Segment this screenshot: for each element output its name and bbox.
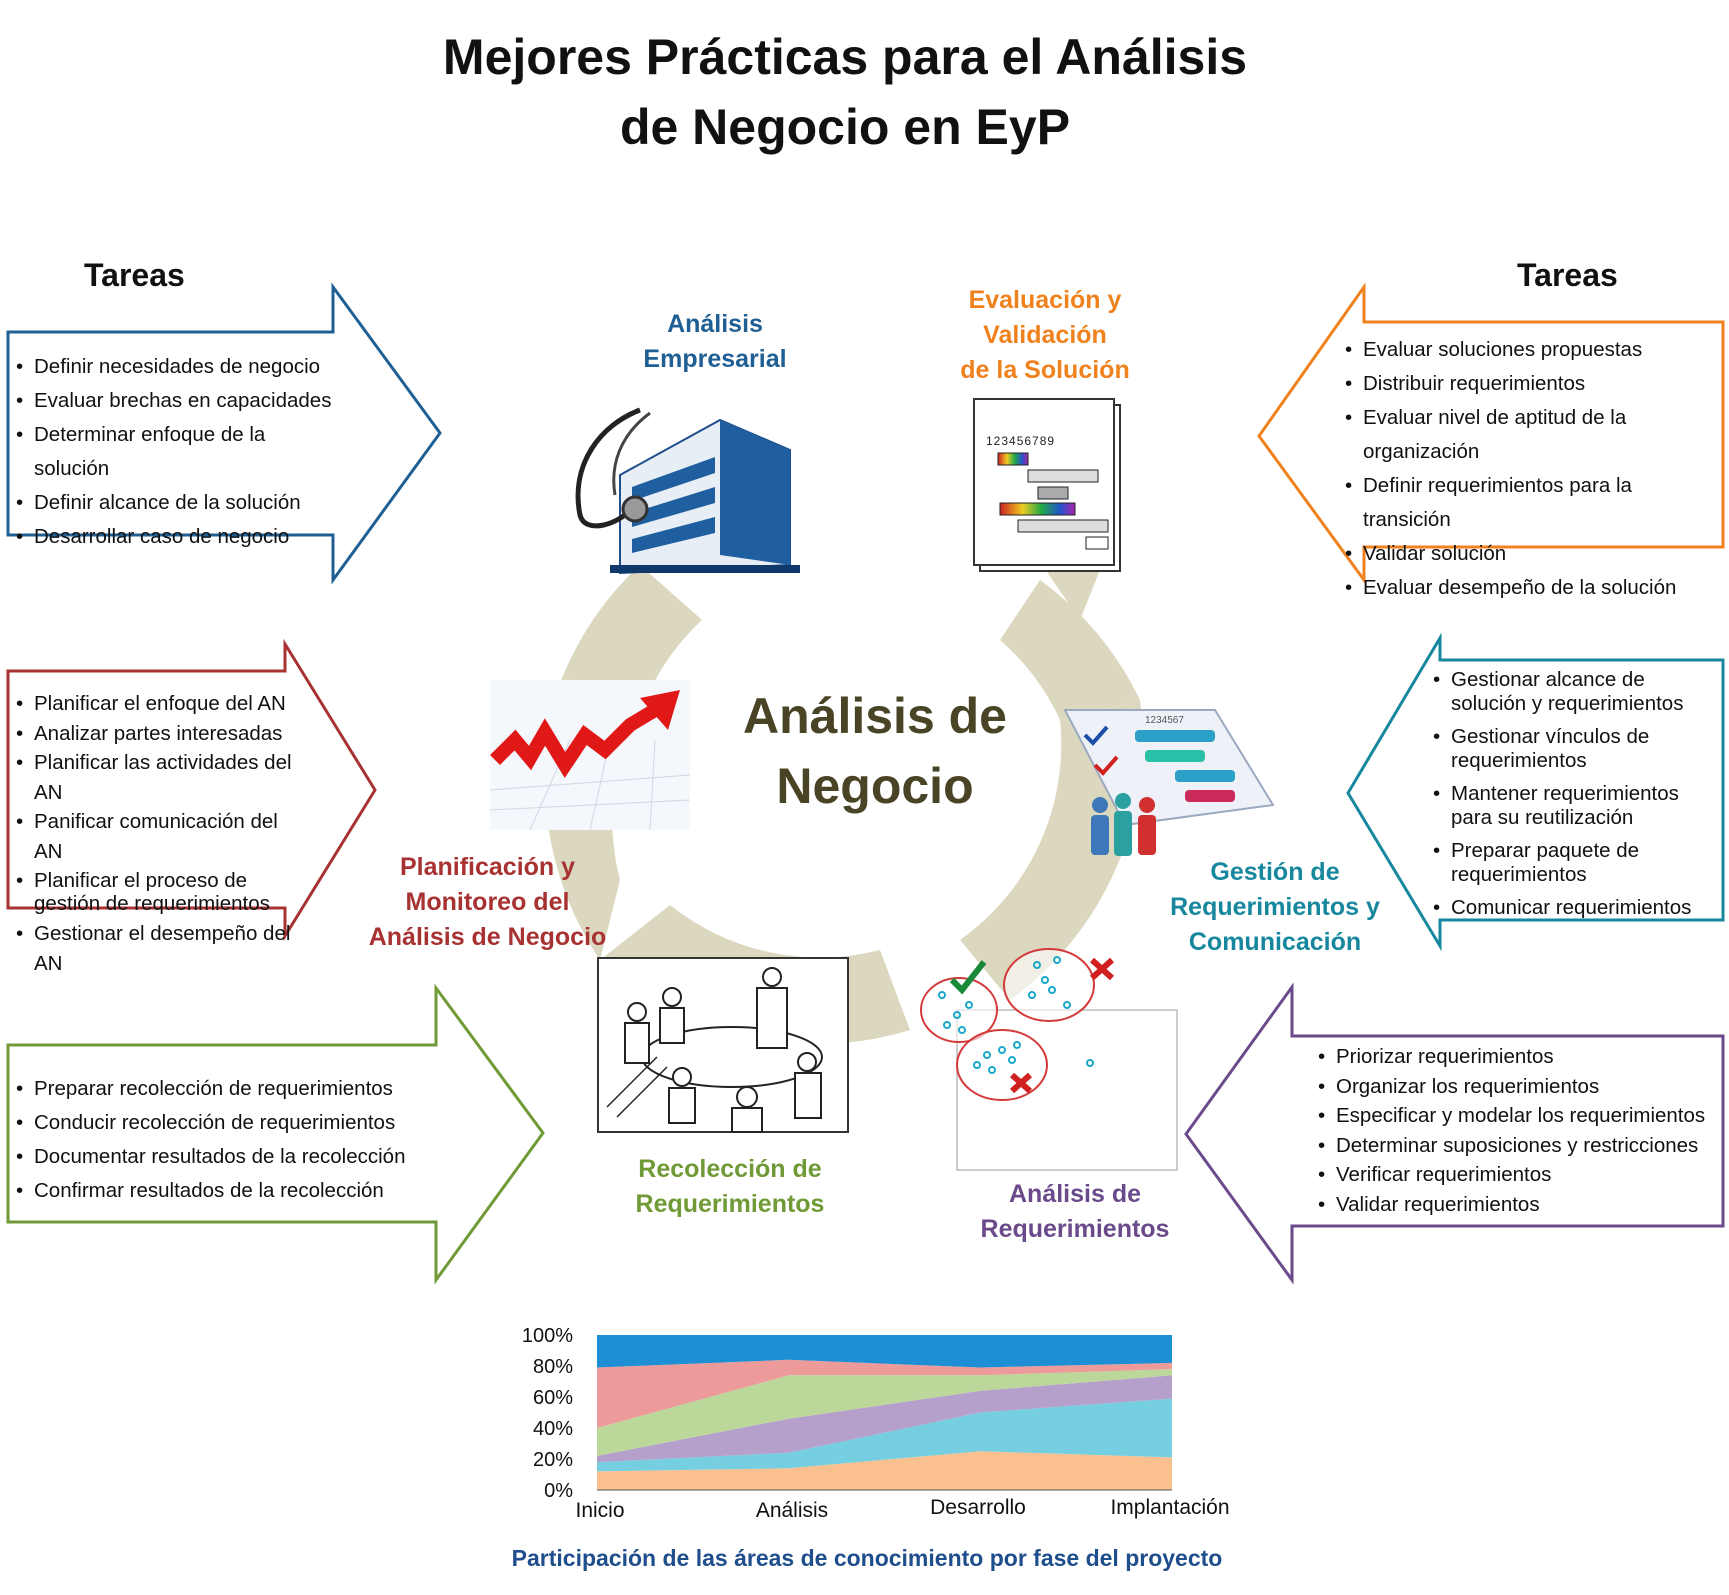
gantt-document-icon: 123456789	[973, 398, 1121, 572]
center-title-line: Análisis de	[743, 688, 1007, 744]
label-line: Requerimientos	[980, 1215, 1170, 1243]
chart-x-tick-label: Desarrollo	[930, 1496, 1026, 1519]
list-item: Evaluar brechas en capacidades	[14, 384, 334, 418]
page-title-line-1: Mejores Prácticas para el Análisis	[442, 29, 1248, 85]
label-line: de la Solución	[960, 356, 1130, 384]
chart-y-tick-label: 40%	[533, 1418, 573, 1440]
list-item: Preparar recolección de requerimientos	[14, 1072, 414, 1106]
label-gestion: Gestión de Requerimientos y Comunicación	[1155, 855, 1395, 960]
list-item: Organizar los requerimientos	[1316, 1072, 1711, 1102]
list-item: Confirmar resultados de la recolección	[14, 1174, 414, 1208]
chart-series-area-1	[597, 1451, 1172, 1490]
list-item: Determinar enfoque de la solución	[14, 418, 334, 486]
list-item: Panificar comunicación del AN	[14, 807, 304, 866]
chart-x-tick-label: Inicio	[575, 1499, 624, 1522]
list-item: Documentar resultados de la recolección	[14, 1140, 414, 1174]
chart-series-area-4	[597, 1369, 1172, 1456]
list-item: Determinar suposiciones y restricciones	[1316, 1131, 1711, 1161]
label-line: Monitoreo del	[405, 888, 570, 916]
chart-y-tick-label: 60%	[533, 1387, 573, 1409]
chart-x-tick-label: Implantación	[1110, 1496, 1229, 1519]
label-line: Empresarial	[643, 345, 787, 373]
label-line: Validación	[983, 321, 1107, 349]
label-empresarial: Análisis Empresarial	[575, 307, 855, 377]
tasks-planificacion: Planificar el enfoque del AN Analizar pa…	[14, 689, 304, 978]
cluster-check-icon	[920, 948, 1178, 1171]
label-line: Comunicación	[1188, 928, 1362, 956]
cycle-arc-left	[562, 565, 702, 690]
tasks-recoleccion: Preparar recolección de requerimientos C…	[14, 1072, 414, 1208]
chart-y-tick-label: 20%	[533, 1449, 573, 1471]
chart-x-axis: Inicio Análisis Desarrollo Implantación	[575, 1496, 1229, 1522]
chart-x-tick-label: Análisis	[756, 1499, 828, 1522]
list-item: Definir alcance de la solución	[14, 486, 334, 520]
tasks-gestion: Gestionar alcance de solución y requerim…	[1431, 668, 1716, 930]
list-item: Mantener requerimientos para su reutiliz…	[1431, 782, 1716, 829]
chart-series-area-5	[597, 1359, 1172, 1428]
list-item: Validar requerimientos	[1316, 1190, 1711, 1220]
page-title: Mejores Prácticas para el Análisis de Ne…	[0, 22, 1690, 162]
list-item: Definir necesidades de negocio	[14, 350, 334, 384]
tareas-right-heading: Tareas	[1517, 257, 1618, 293]
label-line: Requerimientos y	[1170, 893, 1380, 921]
label-line: Requerimientos	[635, 1190, 825, 1218]
chart-y-tick-label: 100%	[522, 1325, 573, 1347]
label-line: Evaluación y	[968, 286, 1122, 314]
meeting-sketch-icon	[597, 957, 849, 1133]
tasks-evaluacion: Evaluar soluciones propuestas Distribuir…	[1343, 333, 1718, 605]
chart-series-area-2	[597, 1398, 1172, 1472]
label-line: Análisis de Negocio	[368, 923, 607, 951]
label-line: Gestión de	[1210, 858, 1340, 886]
chart-y-axis: 0% 20% 40% 60% 80% 100%	[522, 1325, 573, 1502]
label-recoleccion: Recolección de Requerimientos	[600, 1152, 860, 1222]
list-item: Gestionar el desempeño del AN	[14, 919, 304, 978]
chart-series-area-6	[597, 1335, 1172, 1368]
list-item: Distribuir requerimientos	[1343, 367, 1718, 401]
building-stethoscope-icon	[575, 407, 800, 575]
growth-arrow-icon	[490, 680, 690, 830]
center-title: Análisis de Negocio	[690, 681, 1060, 821]
tareas-left-heading: Tareas	[84, 257, 185, 293]
chart-y-tick-label: 0%	[544, 1480, 573, 1502]
chart-caption: Participación de las áreas de conocimien…	[511, 1545, 1223, 1571]
list-item: Gestionar vínculos de requerimientos	[1431, 725, 1716, 772]
label-line: Análisis	[667, 310, 763, 338]
list-item: Comunicar requerimientos	[1431, 896, 1716, 920]
list-item: Evaluar soluciones propuestas	[1343, 333, 1718, 367]
center-title-line: Negocio	[776, 758, 974, 814]
label-planificacion: Planificación y Monitoreo del Análisis d…	[345, 850, 630, 955]
list-item: Planificar las actividades del AN	[14, 748, 304, 807]
list-item: Preparar paquete de requerimientos	[1431, 839, 1716, 886]
list-item: Verificar requerimientos	[1316, 1160, 1711, 1190]
chart-areas	[597, 1335, 1172, 1490]
list-item: Desarrollar caso de negocio	[14, 520, 334, 554]
participation-chart: 0% 20% 40% 60% 80% 100% Inicio Análisis Desarro…	[522, 1325, 1230, 1522]
list-item: Evaluar desempeño de la solución	[1343, 571, 1718, 605]
list-item: Especificar y modelar los requerimientos	[1316, 1101, 1711, 1131]
list-item: Analizar partes interesadas	[14, 719, 304, 749]
label-line: Planificación y	[399, 853, 576, 881]
chart-y-tick-label: 80%	[533, 1356, 573, 1378]
label-analisis-req: Análisis de Requerimientos	[945, 1177, 1205, 1247]
cycle-arc-right	[960, 700, 1143, 1000]
list-item: Evaluar nivel de aptitud de la organizac…	[1343, 401, 1718, 469]
list-item: Planificar el enfoque del AN	[14, 689, 304, 719]
chart-series-area-3	[597, 1375, 1172, 1463]
label-evaluacion: Evaluación y Validación de la Solución	[905, 283, 1185, 388]
tasks-analisis-req: Priorizar requerimientos Organizar los r…	[1316, 1042, 1711, 1219]
cycle-arc-right-upper	[1000, 580, 1140, 720]
tasks-empresarial: Definir necesidades de negocio Evaluar b…	[14, 350, 334, 554]
list-item: Conducir recolección de requerimientos	[14, 1106, 414, 1140]
team-gantt-icon: 1234567	[1063, 709, 1275, 856]
label-line: Análisis de	[1009, 1180, 1141, 1208]
list-item: Gestionar alcance de solución y requerim…	[1431, 668, 1716, 715]
page-title-line-2: de Negocio en EyP	[619, 99, 1071, 155]
label-line: Recolección de	[638, 1155, 822, 1183]
gantt-digits: 1234567	[1145, 715, 1184, 726]
list-item: Definir requerimientos para la transició…	[1343, 469, 1718, 537]
gantt-digits: 123456789	[986, 434, 1055, 448]
list-item: Planificar el proceso de gestión de requ…	[14, 869, 304, 915]
list-item: Priorizar requerimientos	[1316, 1042, 1711, 1072]
list-item: Validar solución	[1343, 537, 1718, 571]
